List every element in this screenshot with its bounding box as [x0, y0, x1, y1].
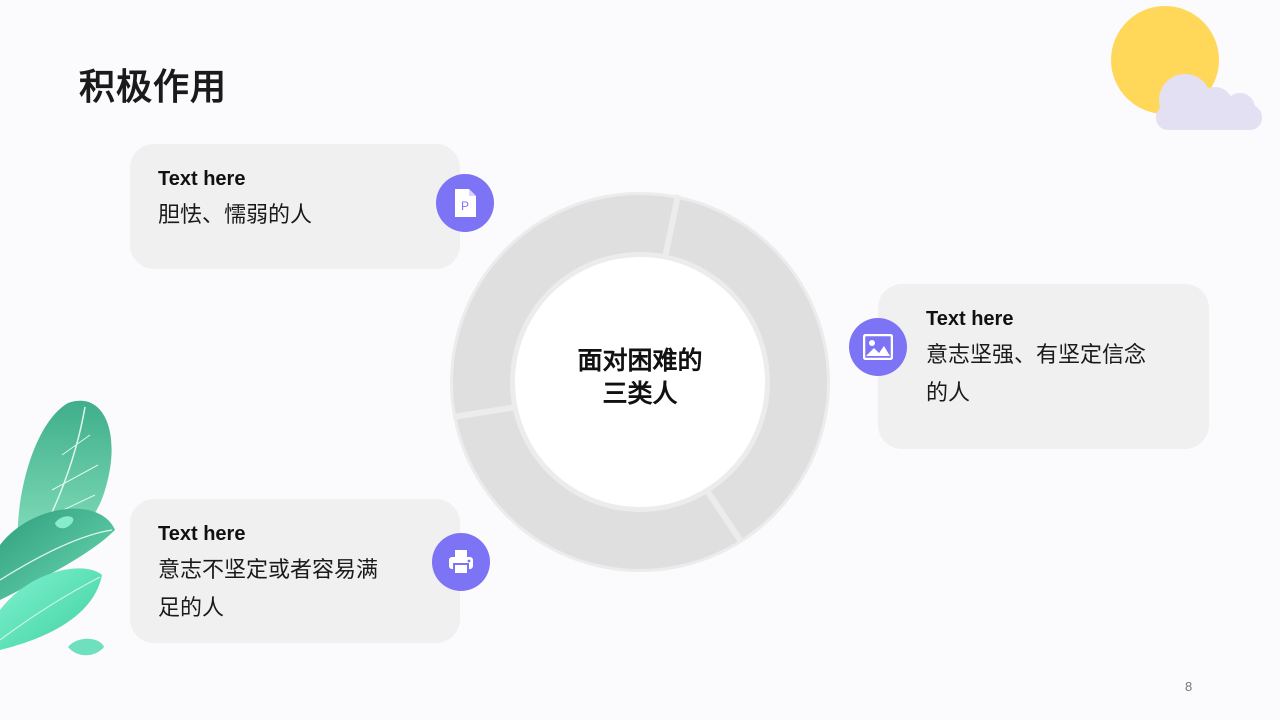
- cloud-icon: [1156, 74, 1262, 130]
- printer-icon: [432, 533, 490, 591]
- info-card-unsteady: Text here 意志不坚定或者容易满 足的人: [130, 499, 460, 643]
- card-heading: Text here: [926, 308, 1014, 330]
- card-heading: Text here: [158, 523, 246, 545]
- ring-center-label: 面对困难的 三类人: [540, 344, 740, 410]
- leaves-decoration: [0, 400, 115, 656]
- card-text-line2: 足的人: [158, 596, 225, 621]
- leaf-icon: [0, 508, 115, 600]
- leaf-icon: [0, 568, 102, 650]
- ring-diagram: [450, 192, 830, 572]
- sun-cloud-decoration: [1111, 6, 1262, 130]
- document-p-icon: P: [436, 174, 494, 232]
- card-text-line1: 意志坚强、有坚定信念: [926, 343, 1147, 368]
- card-heading: Text here: [158, 168, 246, 190]
- card-text: 意志坚强、有坚定信念 的人: [906, 337, 1181, 413]
- ring-divider: [662, 194, 681, 259]
- card-text: 意志不坚定或者容易满 足的人: [158, 552, 432, 628]
- card-text: 胆怯、懦弱的人: [158, 197, 432, 235]
- page-number: 8: [1185, 679, 1193, 694]
- small-leaf-icon: [55, 516, 74, 529]
- image-icon: [849, 318, 907, 376]
- center-label-line2: 三类人: [602, 379, 678, 408]
- card-text-line1: 意志不坚定或者容易满: [158, 558, 379, 583]
- card-text-line1: 胆怯、懦弱的人: [158, 203, 313, 228]
- small-leaf-icon: [68, 638, 104, 656]
- card-text-line2: 的人: [926, 381, 971, 406]
- svg-text:P: P: [461, 199, 469, 213]
- page-title: 积极作用: [79, 67, 228, 108]
- info-card-strong-willed: Text here 意志坚强、有坚定信念 的人: [878, 284, 1209, 449]
- info-card-timid: Text here 胆怯、懦弱的人: [130, 144, 460, 269]
- ring-divider: [452, 404, 518, 420]
- ring-divider: [703, 487, 743, 542]
- center-label-line1: 面对困难的: [577, 346, 703, 375]
